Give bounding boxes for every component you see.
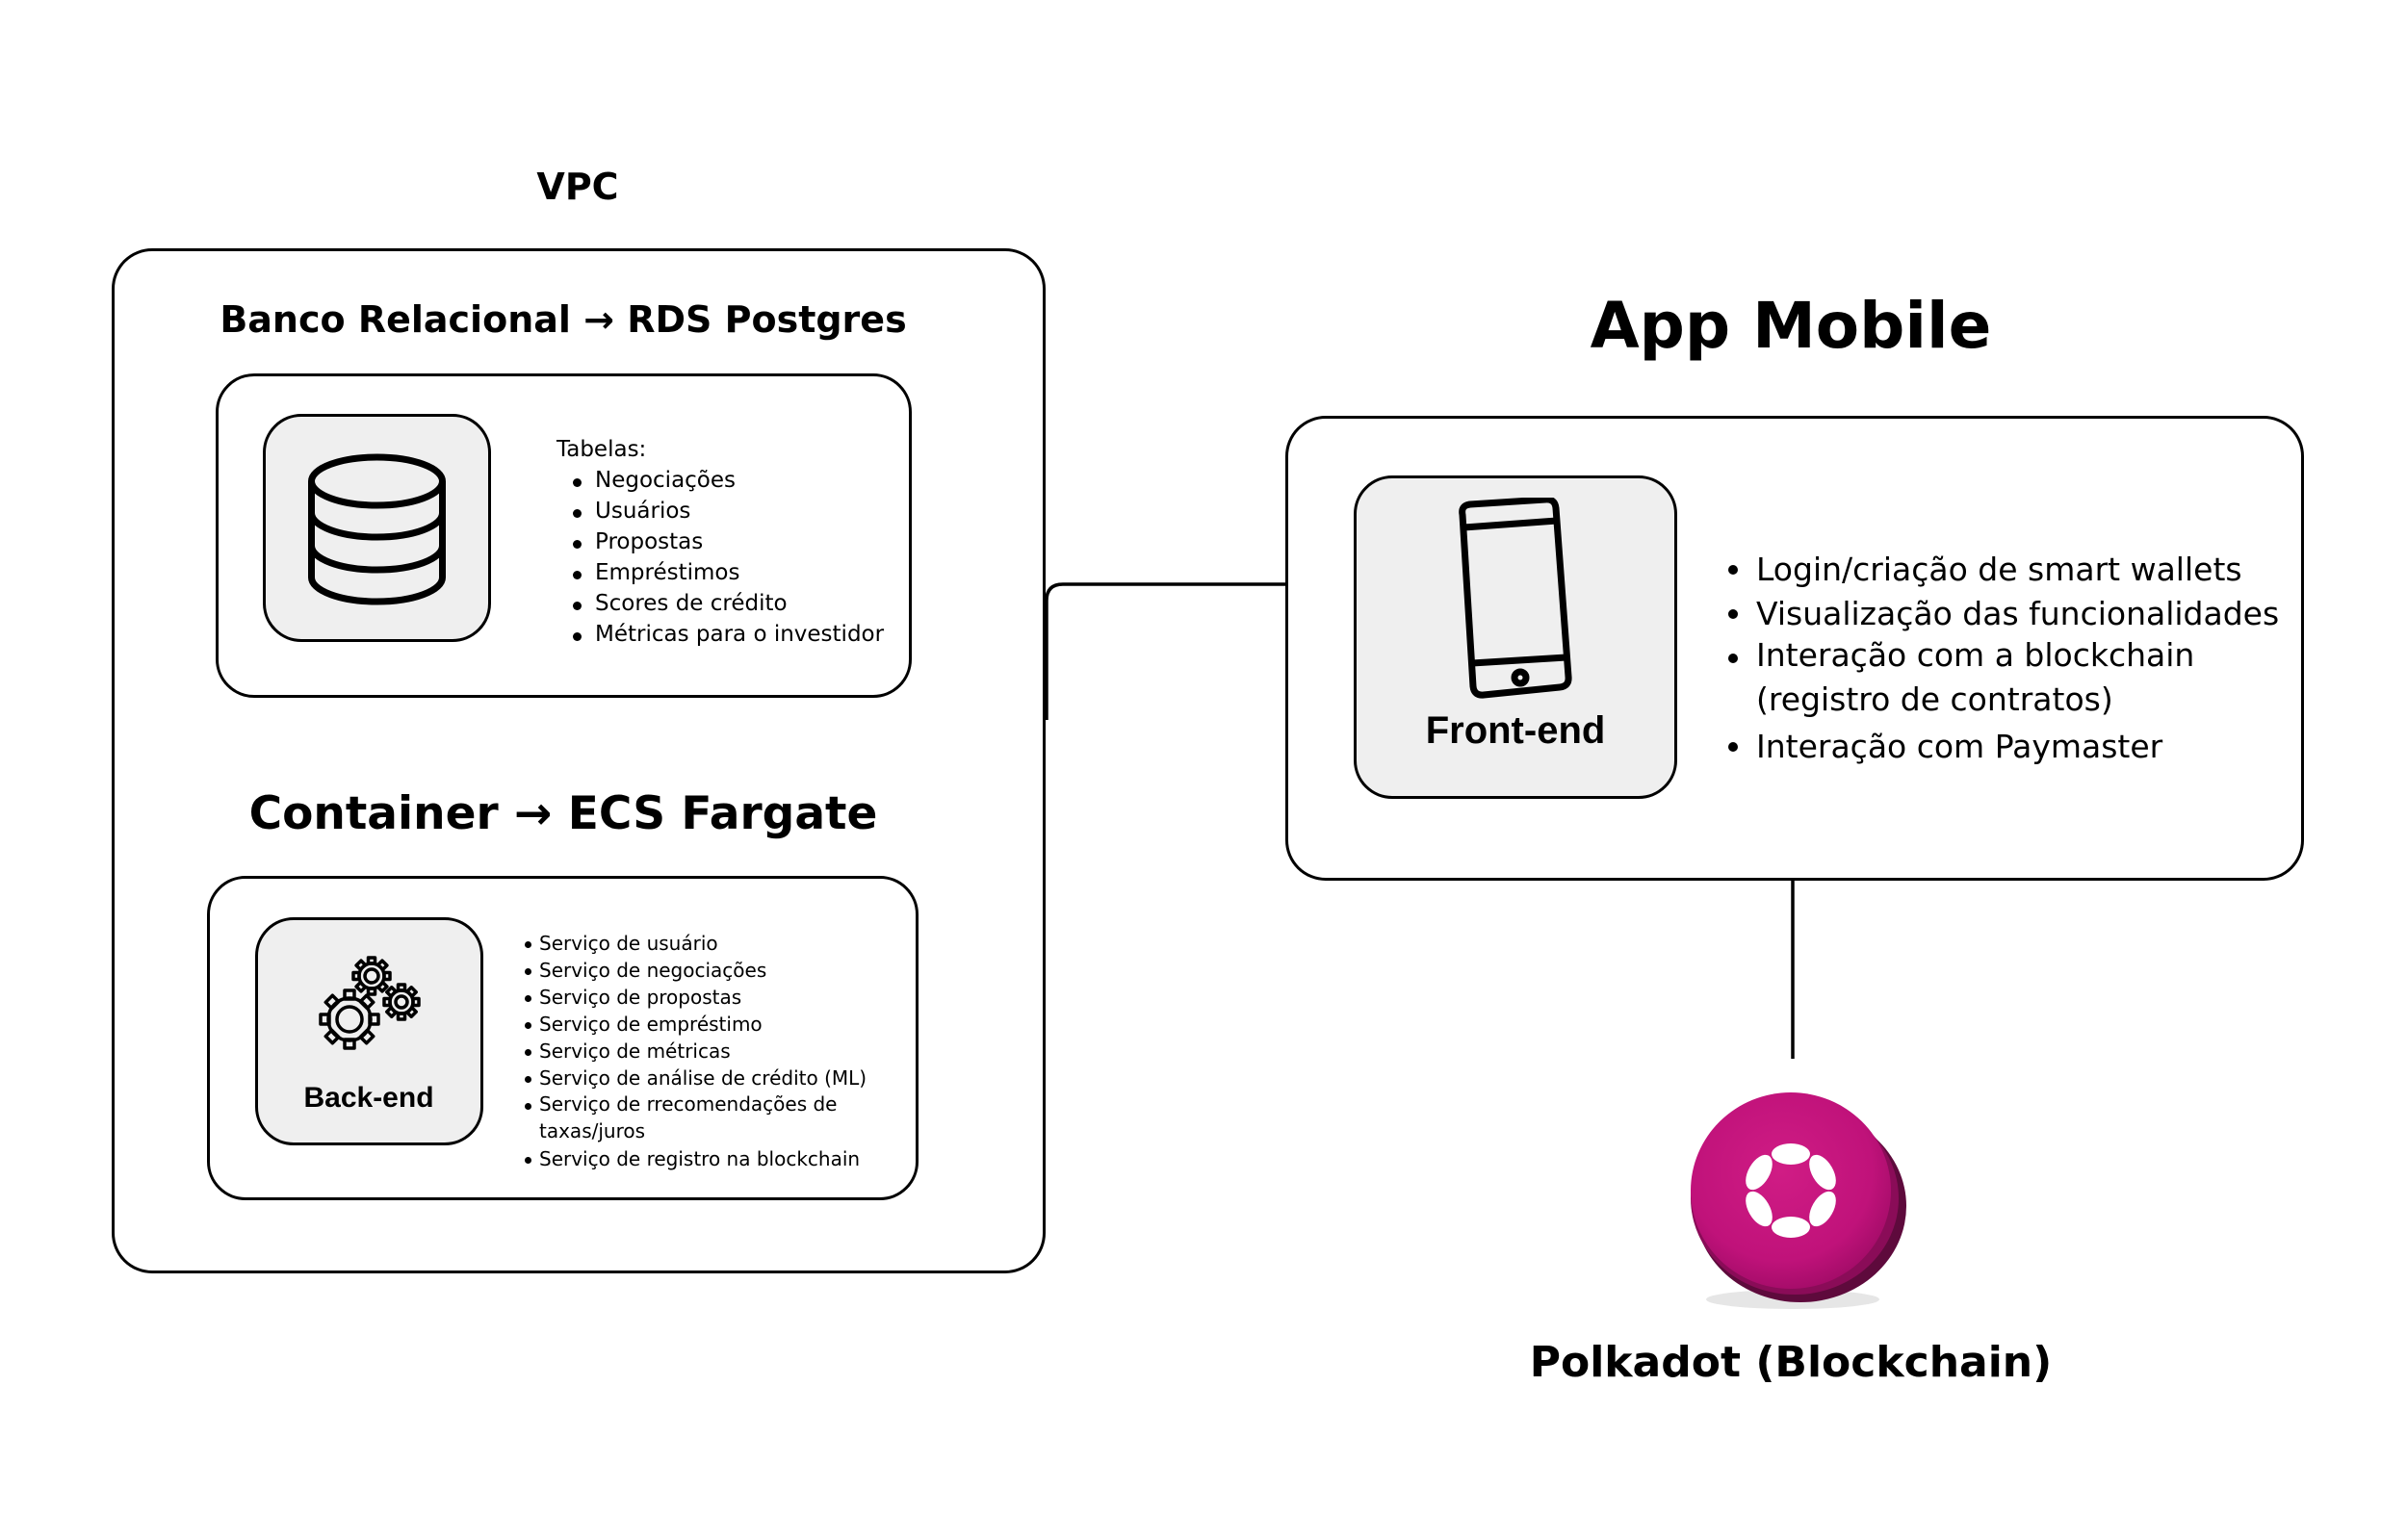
blockchain-label: Polkadot (Blockchain) — [1529, 1338, 2053, 1387]
vpc-title: VPC — [536, 166, 619, 208]
database-icon — [307, 453, 446, 604]
app-title: App Mobile — [1590, 289, 1992, 363]
database-icon-tile — [263, 414, 491, 642]
gears-icon — [319, 956, 421, 1050]
backend-icon-tile: Back-end — [255, 917, 483, 1145]
frontend-label: Front-end — [1425, 709, 1606, 752]
tables-label: Tabelas: — [556, 437, 647, 462]
database-title: Banco Relacional → RDS Postgres — [220, 298, 907, 341]
backend-label: Back-end — [303, 1082, 434, 1114]
frontend-icon-tile: Front-end — [1354, 475, 1677, 799]
vpc-app-connector — [1045, 582, 1285, 720]
smartphone-icon — [1459, 498, 1572, 699]
polkadot-logo-icon — [1691, 1092, 1906, 1309]
container-title: Container → ECS Fargate — [248, 787, 878, 840]
